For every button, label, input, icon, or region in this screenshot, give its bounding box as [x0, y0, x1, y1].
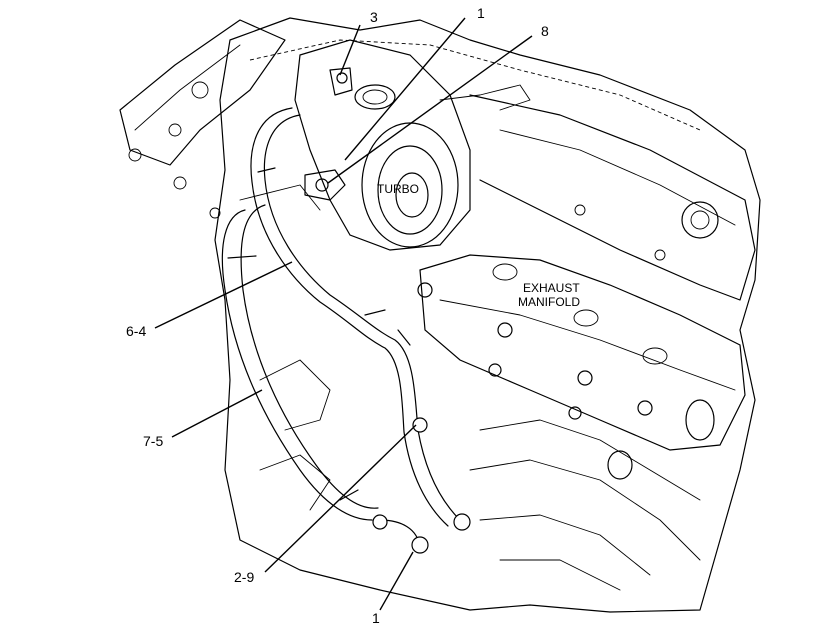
valve-cover: [469, 94, 756, 301]
exhaust-manifold: [417, 254, 746, 480]
callout-1-bottom: 1: [372, 610, 380, 626]
leader-lines: [154, 17, 533, 611]
callout-2-9: 2-9: [234, 569, 254, 585]
exhaust-label-line1: EXHAUST: [523, 281, 580, 295]
exhaust-label-line2: MANIFOLD: [518, 295, 580, 309]
callout-8: 8: [541, 23, 549, 39]
oil-lines: [221, 107, 471, 554]
callout-6-4: 6-4: [126, 323, 146, 339]
callout-7-5: 7-5: [143, 433, 163, 449]
left-cover: [119, 19, 286, 219]
engine-block: [214, 17, 761, 613]
callout-1-top: 1: [477, 5, 485, 21]
turbo-label: TURBO: [377, 182, 419, 196]
turbocharger: [294, 39, 531, 251]
callout-3: 3: [370, 9, 378, 25]
